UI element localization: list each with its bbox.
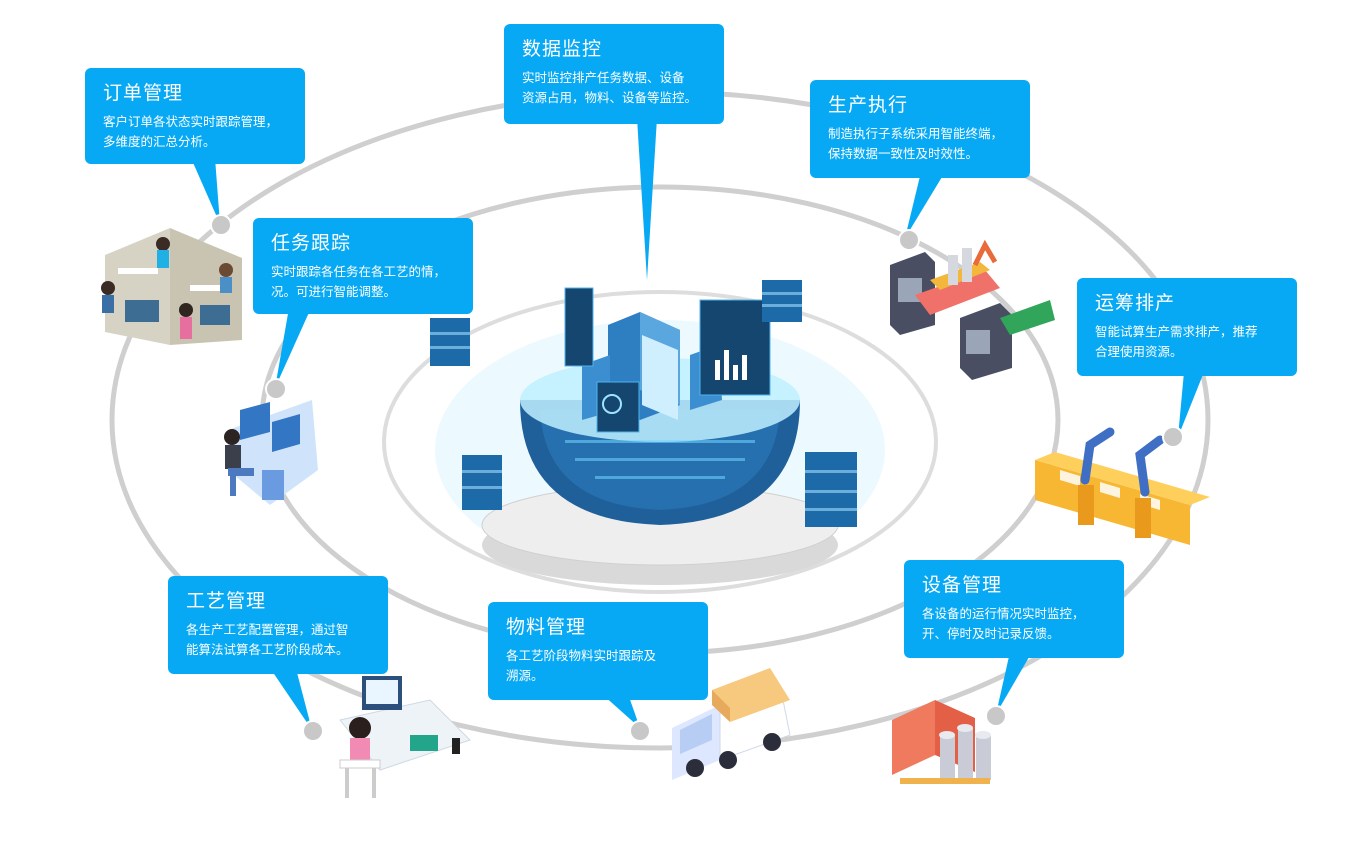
callout-title: 数据监控 (522, 38, 603, 60)
callout-title: 物料管理 (506, 616, 587, 638)
delivery-truck-icon (672, 668, 791, 780)
callout-title: 订单管理 (103, 82, 184, 104)
designer-desk-icon (339, 676, 471, 798)
callout-process: 工艺管理 各生产工艺配置管理，通过智 能算法试算各工艺阶段成本。 (168, 576, 388, 674)
callout-production: 生产执行 制造执行子系统采用智能终端， 保持数据一致性及时效性。 (810, 80, 1030, 178)
callout-desc-line: 况。可进行智能调整。 (271, 284, 397, 299)
callout-desc-line: 各工艺阶段物料实时跟踪及 (506, 648, 657, 663)
callout-desc-line: 多维度的汇总分析。 (103, 134, 216, 149)
callout-desc-line: 各生产工艺配置管理，通过智 (186, 622, 349, 637)
conveyor-robot-icon (1035, 427, 1210, 545)
callout-desc-line: 资源占用，物料、设备等监控。 (522, 90, 698, 105)
inner-ring (382, 290, 938, 594)
callout-title: 运筹排产 (1095, 292, 1176, 314)
callout-desc-line: 智能试算生产需求排产，推荐 (1095, 324, 1258, 339)
data-center-hub-icon (430, 280, 885, 585)
callout-desc-line: 合理使用资源。 (1095, 344, 1183, 359)
callout-desc-line: 客户订单各状态实时跟踪管理， (103, 114, 279, 129)
production-line-icon (890, 239, 1055, 380)
callout-data: 数据监控 实时监控排产任务数据、设备 资源占用，物料、设备等监控。 (504, 24, 724, 124)
callout-desc-line: 实时跟踪各任务在各工艺的情， (271, 264, 447, 279)
factory-machine-icon (892, 700, 991, 784)
callout-desc-line: 开、停时及时记录反馈。 (922, 626, 1060, 641)
callout-desc-line: 保持数据一致性及时效性。 (828, 146, 979, 161)
callout-desc-line: 能算法试算各工艺阶段成本。 (186, 642, 349, 657)
callout-desc-line: 各设备的运行情况实时监控， (922, 606, 1085, 621)
callout-schedule: 运筹排产 智能试算生产需求排产，推荐 合理使用资源。 (1077, 278, 1297, 376)
desk-operator-icon (224, 400, 318, 505)
callout-pointers (191, 118, 1204, 730)
callout-task: 任务跟踪 实时跟踪各任务在各工艺的情， 况。可进行智能调整。 (253, 218, 473, 314)
callout-title: 设备管理 (922, 574, 1003, 596)
callout-desc-line: 制造执行子系统采用智能终端， (828, 126, 1004, 141)
callout-desc-line: 实时监控排产任务数据、设备 (522, 70, 685, 85)
office-workers-icon (101, 228, 242, 345)
ring-nodes (210, 214, 1184, 742)
callout-title: 任务跟踪 (271, 232, 352, 254)
callout-material: 物料管理 各工艺阶段物料实时跟踪及 溯源。 (488, 602, 708, 700)
callout-order: 订单管理 客户订单各状态实时跟踪管理， 多维度的汇总分析。 (85, 68, 305, 164)
callout-title: 生产执行 (828, 94, 909, 116)
callout-desc-line: 溯源。 (506, 668, 544, 683)
callout-equipment: 设备管理 各设备的运行情况实时监控， 开、停时及时记录反馈。 (904, 560, 1124, 658)
callout-title: 工艺管理 (186, 590, 267, 612)
